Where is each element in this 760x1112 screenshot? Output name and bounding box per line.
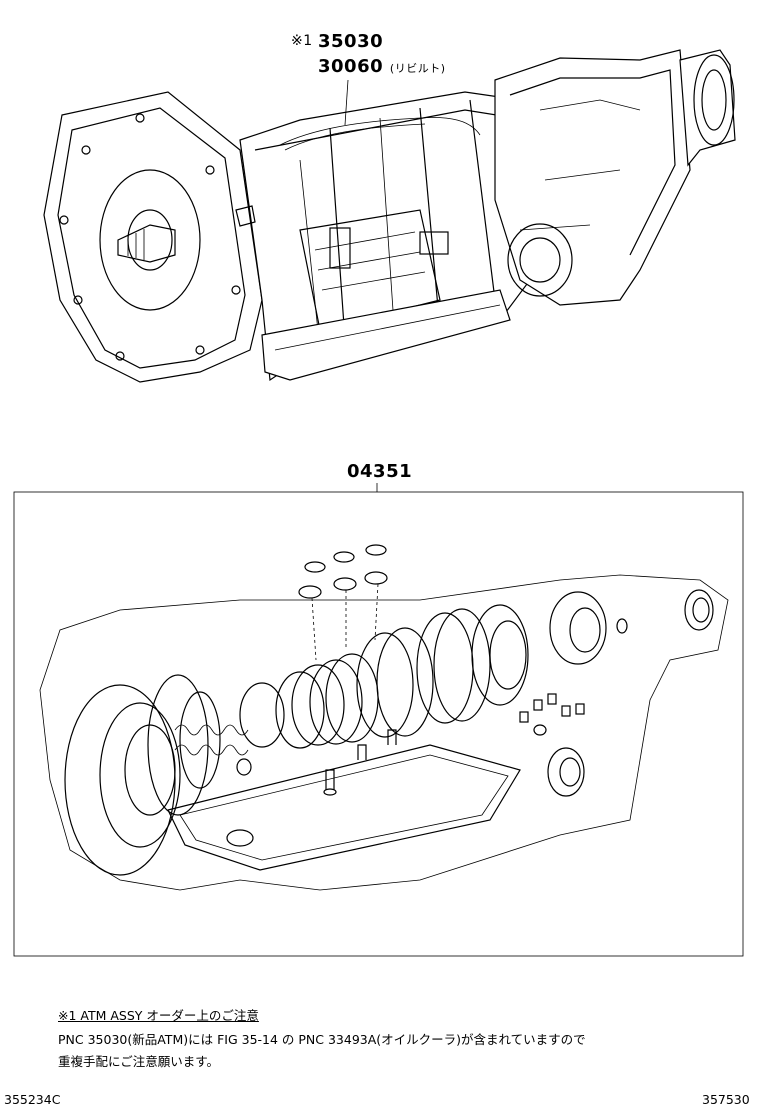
part-number-04351[interactable]: 04351 bbox=[347, 461, 413, 482]
overhaul-kit-frame bbox=[13, 483, 744, 957]
overhaul-kit-drawing bbox=[39, 544, 729, 891]
illustration-code-left: 355234C bbox=[4, 1092, 61, 1107]
part-number-30060[interactable]: 30060 (リビルト) bbox=[318, 56, 446, 77]
illustration-code-right: 357530 bbox=[702, 1092, 750, 1107]
transmission-assembly-drawing bbox=[43, 49, 736, 383]
ordering-note-line-1: PNC 35030(新品ATM)には FIG 35-14 の PNC 33493… bbox=[58, 1032, 586, 1047]
rebuilt-label: (リビルト) bbox=[389, 62, 446, 75]
part-number-35030[interactable]: 35030 bbox=[318, 31, 384, 52]
callout-note-mark: ※1 bbox=[291, 33, 313, 49]
callout-rebuilt-mark: ※1 bbox=[291, 33, 313, 49]
ordering-note-line-2: 重複手配にご注意願います。 bbox=[58, 1054, 220, 1069]
ordering-note-heading: ※1 ATM ASSY オーダー上のご注意 bbox=[58, 1008, 259, 1023]
part-number-30060-code[interactable]: 30060 bbox=[318, 56, 384, 77]
